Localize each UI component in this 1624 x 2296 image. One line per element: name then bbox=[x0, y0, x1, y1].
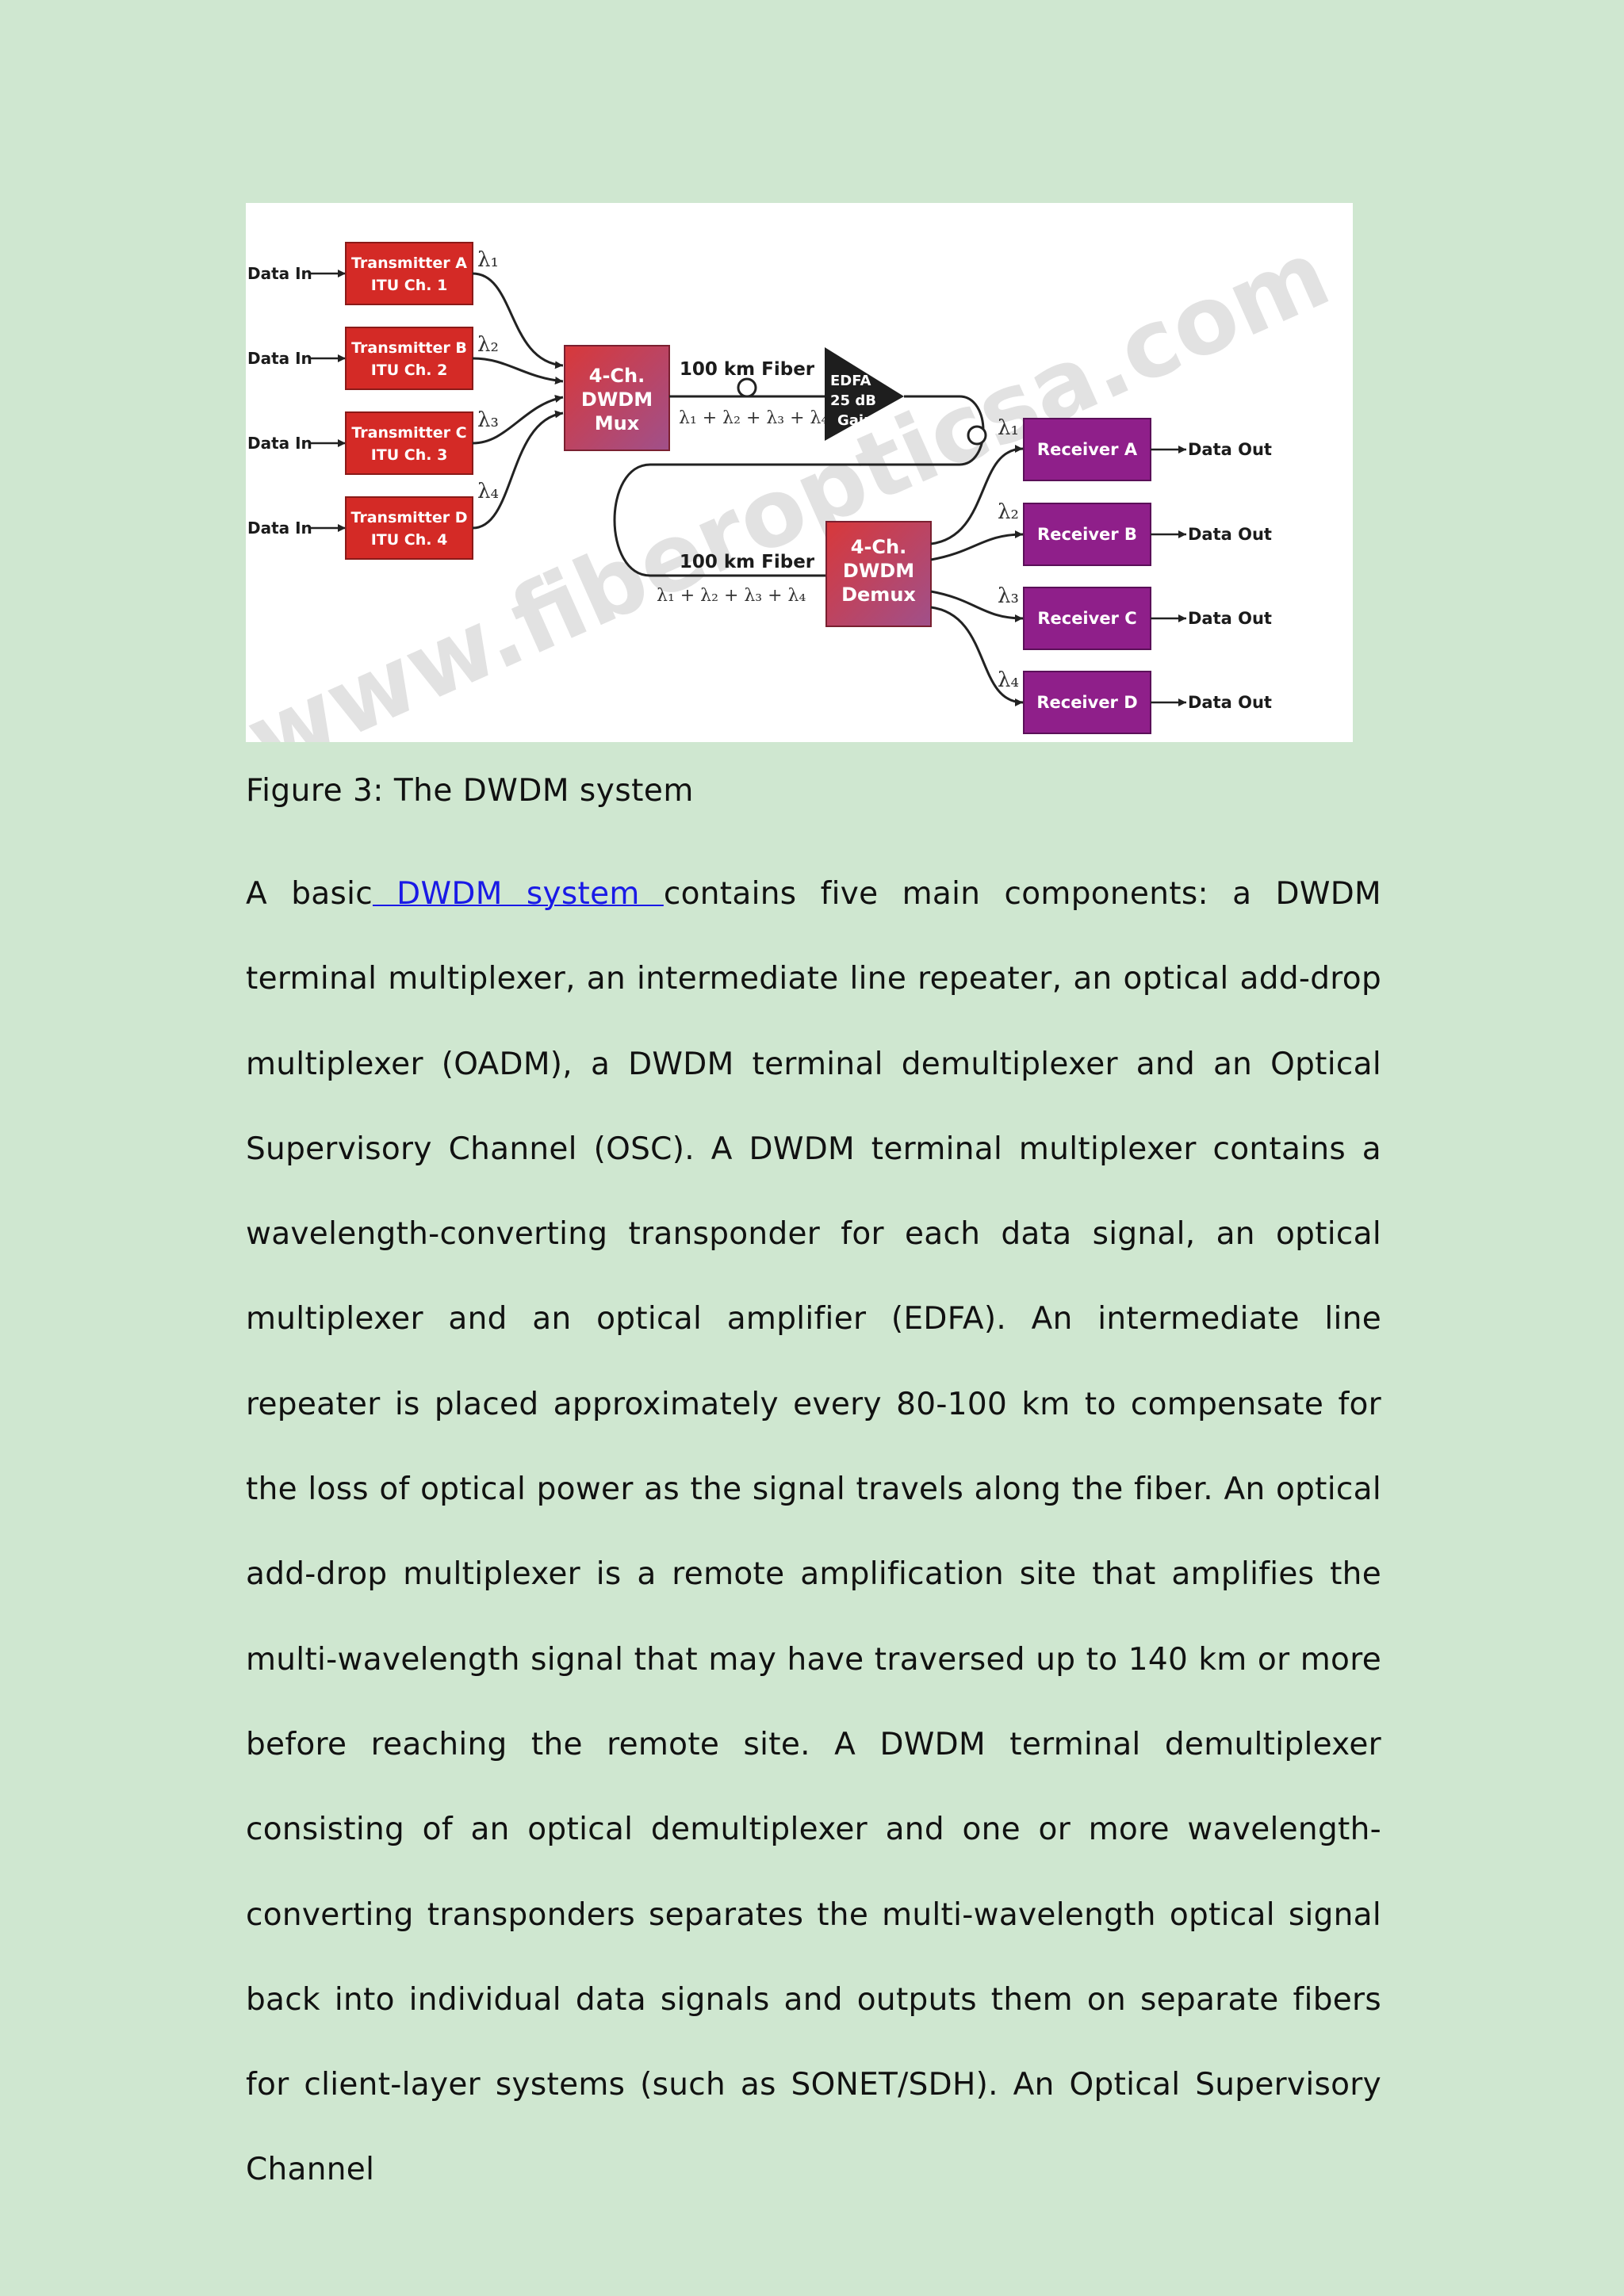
transmitter-d: Data In Transmitter D ITU Ch. 4 λ₄ bbox=[247, 480, 499, 560]
transmitter-c: Data In Transmitter C ITU Ch. 3 λ₃ bbox=[247, 408, 499, 475]
edfa-line3: Gain bbox=[837, 412, 874, 429]
paragraph-body: contains five main components: a DWDM te… bbox=[246, 876, 1381, 2188]
receiver-b-label: Receiver B bbox=[1037, 525, 1137, 544]
receiver-c-label: Receiver C bbox=[1037, 609, 1136, 628]
transmitter-d-channel: ITU Ch. 4 bbox=[371, 531, 448, 549]
data-out-label: Data Out bbox=[1188, 525, 1272, 544]
data-in-label: Data In bbox=[247, 264, 312, 283]
fiber-bottom-label: 100 km Fiber bbox=[680, 552, 815, 572]
tx-to-mux-fibers bbox=[472, 272, 564, 530]
receiver-b: λ₂ Receiver B Data Out bbox=[998, 500, 1272, 566]
fiber-top-sum: λ₁ + λ₂ + λ₃ + λ₄ bbox=[679, 408, 828, 428]
data-out-label: Data Out bbox=[1188, 693, 1272, 712]
transmitter-a-channel: ITU Ch. 1 bbox=[371, 277, 448, 294]
fiber-bottom-sum: λ₁ + λ₂ + λ₃ + λ₄ bbox=[657, 586, 806, 606]
transmitter-b-label: Transmitter B bbox=[351, 339, 467, 357]
demux-line1: 4-Ch. bbox=[851, 536, 906, 558]
lambda-4-label: λ₄ bbox=[477, 480, 499, 503]
receiver-a-label: Receiver A bbox=[1037, 440, 1138, 459]
transmitter-a-label: Transmitter A bbox=[351, 254, 467, 272]
data-out-label: Data Out bbox=[1188, 609, 1272, 628]
dwdm-demux: 4-Ch. DWDM Demux bbox=[825, 521, 932, 627]
demux-line3: Demux bbox=[841, 584, 916, 606]
lambda-4-rx-label: λ₄ bbox=[998, 668, 1019, 692]
fiber-top: 100 km Fiber λ₁ + λ₂ + λ₃ + λ₄ bbox=[669, 359, 828, 428]
dwdm-system-link[interactable]: DWDM system bbox=[372, 876, 664, 912]
lambda-2-rx-label: λ₂ bbox=[998, 500, 1019, 524]
fiber-loop bbox=[613, 395, 987, 577]
edfa-line1: EDFA bbox=[830, 373, 871, 389]
mux-line3: Mux bbox=[595, 412, 640, 434]
lambda-3-label: λ₃ bbox=[477, 408, 499, 432]
data-in-label: Data In bbox=[247, 519, 312, 538]
receiver-d: λ₄ Receiver D Data Out bbox=[998, 668, 1272, 734]
transmitter-c-channel: ITU Ch. 3 bbox=[371, 446, 448, 464]
lambda-2-label: λ₂ bbox=[477, 333, 499, 357]
transmitter-c-label: Transmitter C bbox=[351, 424, 466, 442]
transmitter-b: Data In Transmitter B ITU Ch. 2 λ₂ bbox=[247, 327, 499, 390]
fiber-top-label: 100 km Fiber bbox=[680, 359, 815, 380]
edfa-line2: 25 dB bbox=[830, 392, 876, 409]
lambda-3-rx-label: λ₃ bbox=[998, 584, 1019, 608]
paragraph-lead: A basic bbox=[246, 876, 373, 912]
receiver-a: λ₁ Receiver A Data Out bbox=[998, 416, 1272, 481]
receiver-c: λ₃ Receiver C Data Out bbox=[998, 584, 1272, 650]
data-out-label: Data Out bbox=[1188, 440, 1272, 459]
mux-line1: 4-Ch. bbox=[589, 365, 645, 387]
lambda-1-rx-label: λ₁ bbox=[998, 416, 1019, 440]
data-in-label: Data In bbox=[247, 434, 312, 453]
transmitter-b-channel: ITU Ch. 2 bbox=[371, 362, 448, 379]
transmitter-a: Data In Transmitter A ITU Ch. 1 λ₁ bbox=[247, 242, 499, 305]
dwdm-mux: 4-Ch. DWDM Mux bbox=[564, 345, 670, 451]
edfa-amplifier: EDFA 25 dB Gain bbox=[825, 347, 904, 441]
demux-to-rx-fibers bbox=[930, 445, 1024, 706]
dwdm-figure: www.fiberopticsa.com Data In Transmitter… bbox=[246, 203, 1353, 742]
data-in-label: Data In bbox=[247, 349, 312, 368]
lambda-1-label: λ₁ bbox=[477, 248, 499, 272]
transmitter-d-label: Transmitter D bbox=[350, 509, 467, 526]
figure-caption: Figure 3: The DWDM system bbox=[246, 773, 694, 809]
mux-line2: DWDM bbox=[581, 388, 653, 411]
demux-line2: DWDM bbox=[843, 560, 914, 582]
body-paragraph: A basic DWDM system contains five main c… bbox=[246, 851, 1381, 2213]
receiver-d-label: Receiver D bbox=[1036, 693, 1137, 712]
